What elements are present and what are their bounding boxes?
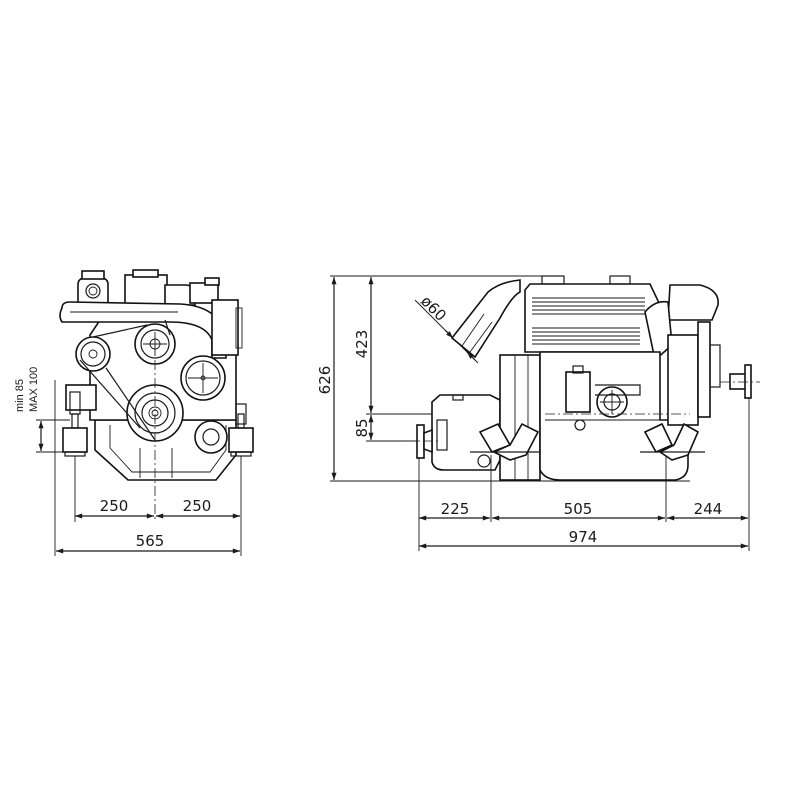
front-view: min 85 MAX 100 250 250 565 bbox=[14, 269, 254, 556]
mount-spacing-label: 505 bbox=[564, 500, 593, 518]
mount-height-min-label: min 85 bbox=[14, 379, 26, 412]
front-mount-left bbox=[62, 391, 88, 457]
mount-spacing-left-label: 250 bbox=[100, 497, 129, 515]
length-rear-overhang-label: 244 bbox=[694, 500, 723, 518]
front-engine-body bbox=[59, 269, 254, 481]
overall-height-label: 626 bbox=[316, 366, 334, 395]
overall-length-label: 974 bbox=[569, 528, 598, 546]
mount-spacing-right-label: 250 bbox=[183, 497, 212, 515]
rocker-cover-fins bbox=[532, 297, 645, 345]
overall-width-label: 565 bbox=[136, 532, 165, 550]
side-view: 626 423 85 ø60 bbox=[316, 275, 760, 551]
length-front-to-mount-label: 225 bbox=[441, 500, 470, 518]
side-engine-body bbox=[416, 275, 752, 481]
exhaust-diameter-label: ø60 bbox=[417, 292, 450, 325]
mount-height-max-label: MAX 100 bbox=[28, 367, 40, 412]
exhaust-height-label: 423 bbox=[353, 330, 371, 359]
side-mount-rear bbox=[470, 422, 540, 461]
shaft-offset-label: 85 bbox=[353, 418, 371, 437]
front-mount-right bbox=[228, 403, 254, 457]
side-mount-front bbox=[640, 422, 705, 461]
